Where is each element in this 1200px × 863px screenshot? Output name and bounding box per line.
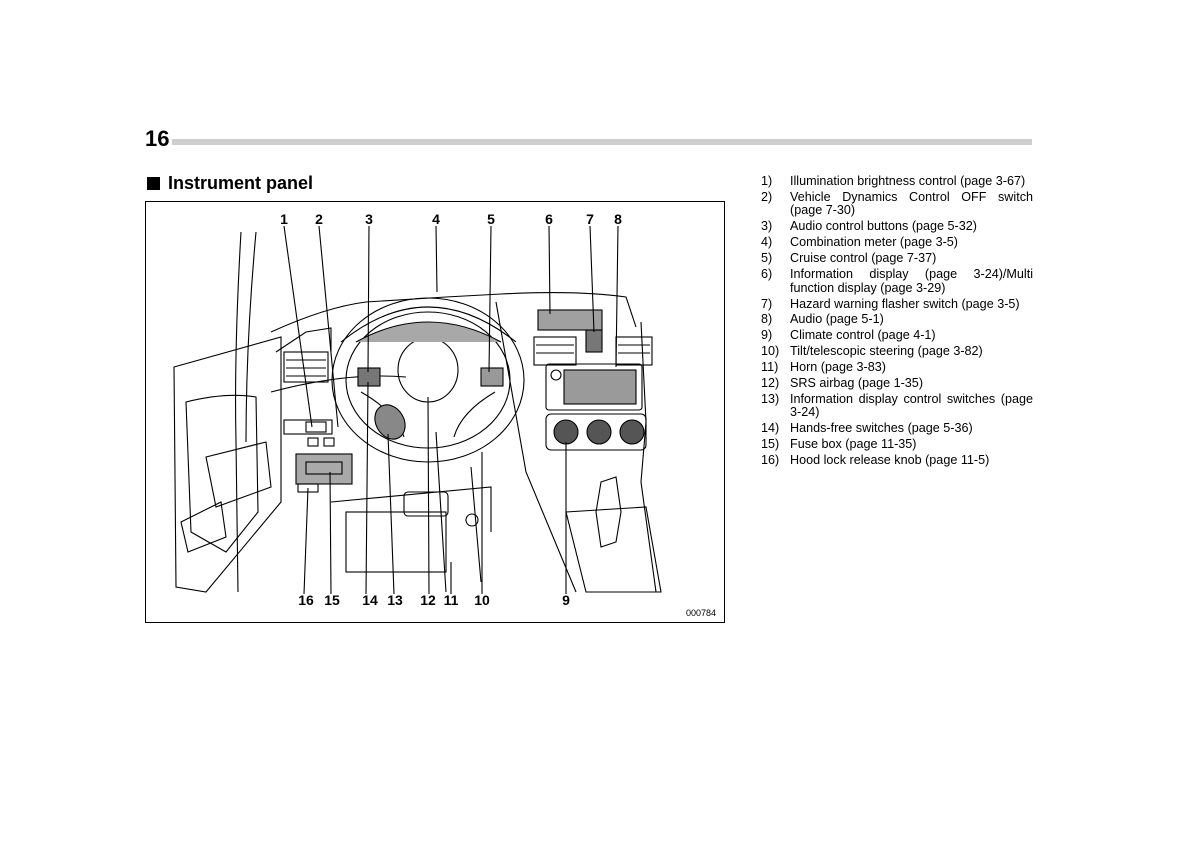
callout-16: 16 (298, 592, 314, 608)
legend-item: 15)Fuse box (page 11-35) (761, 437, 917, 452)
filled-square-icon (147, 177, 160, 190)
legend-item: 9)Climate control (page 4-1) (761, 328, 936, 343)
legend-item: 1)Illumination brightness control (page … (761, 174, 1026, 188)
callout-13: 13 (387, 592, 403, 608)
bottom-callouts: 16 15 14 13 12 11 10 9 (298, 592, 570, 608)
callout-3: 3 (365, 211, 373, 227)
instrument-panel-illustration: 1 2 3 4 5 6 7 8 16 15 14 13 12 11 10 9 0… (173, 211, 716, 618)
callout-10: 10 (474, 592, 490, 608)
legend-item: 11)Horn (page 3-83) (761, 360, 886, 375)
callout-7: 7 (586, 211, 594, 227)
callout-9: 9 (562, 592, 570, 608)
section-heading: Instrument panel (147, 173, 313, 194)
legend-item: 3)Audio control buttons (page 5-32) (761, 219, 977, 234)
callout-1: 1 (280, 211, 288, 227)
legend-item: 5)Cruise control (page 7-37) (761, 251, 937, 266)
instrument-panel-figure: 1 2 3 4 5 6 7 8 16 15 14 13 12 11 10 9 0… (145, 201, 725, 623)
callout-14: 14 (362, 592, 378, 608)
callout-15: 15 (324, 592, 340, 608)
legend-item: 2)Vehicle Dynamics Control OFF switch (p… (761, 189, 1033, 218)
figure-code: 000784 (686, 608, 716, 618)
top-callouts: 1 2 3 4 5 6 7 8 (280, 211, 622, 227)
legend-item: 4)Combination meter (page 3-5) (761, 235, 958, 250)
legend-item: 16)Hood lock release knob (page 11-5) (761, 453, 990, 468)
legend-item: 13)Information display control switches … (761, 391, 1033, 420)
callout-8: 8 (614, 211, 622, 227)
callout-4: 4 (432, 211, 440, 227)
header-rule (172, 139, 1032, 145)
callout-5: 5 (487, 211, 495, 227)
legend-item: 6)Information display (page 3-24)/Multi … (761, 267, 1033, 295)
legend-item: 8)Audio (page 5-1) (761, 312, 884, 327)
legend-item: 10)Tilt/telescopic steering (page 3-82) (761, 344, 983, 359)
callout-12: 12 (420, 592, 436, 608)
legend-item: 12)SRS airbag (page 1-35) (761, 375, 924, 390)
legend-item: 7)Hazard warning flasher switch (page 3-… (761, 296, 1020, 311)
legend-item: 14)Hands-free switches (page 5-36) (761, 421, 973, 436)
legend-list: 1)Illumination brightness control (page … (761, 174, 1033, 470)
callout-6: 6 (545, 211, 553, 227)
section-title: Instrument panel (168, 173, 314, 193)
callout-2: 2 (315, 211, 323, 227)
page-number: 16 (145, 126, 170, 151)
callout-11: 11 (444, 592, 459, 608)
